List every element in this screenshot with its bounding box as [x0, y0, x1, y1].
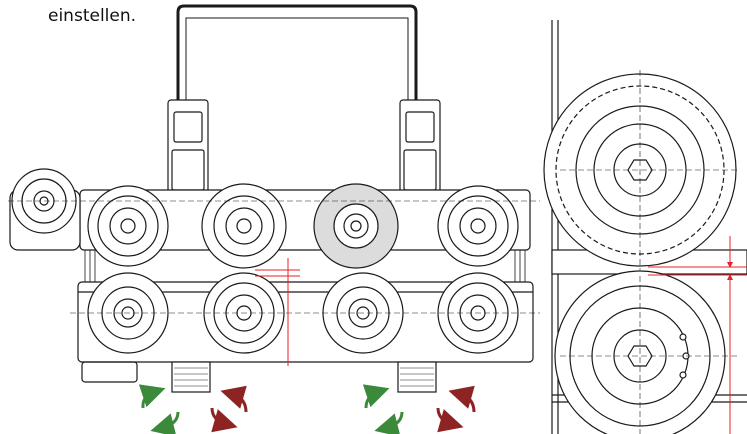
rotate-counterclockwise-icon [448, 385, 476, 413]
rotate-clockwise-icon [138, 384, 166, 409]
rotate-clockwise-icon [436, 407, 464, 433]
nozzle-right [397, 361, 437, 393]
rotate-clockwise-icon [210, 407, 238, 433]
nozzle-left [171, 361, 211, 393]
rotate-counterclockwise-icon [150, 411, 180, 434]
roller-upper-1 [87, 185, 169, 267]
roller-upper-4 [437, 185, 519, 267]
rotate-counterclockwise-icon [374, 411, 404, 434]
roller-upper-2 [201, 183, 287, 269]
caption-text: einstellen. [48, 6, 137, 26]
carry-handle [176, 4, 418, 190]
gap-dimension-detail [648, 236, 747, 434]
lower-plate [77, 281, 534, 363]
roller-upper-3 [313, 183, 399, 269]
gap-dimension-front [255, 258, 300, 366]
rotate-clockwise-icon [362, 384, 390, 409]
rotate-counterclockwise-icon [220, 385, 248, 413]
